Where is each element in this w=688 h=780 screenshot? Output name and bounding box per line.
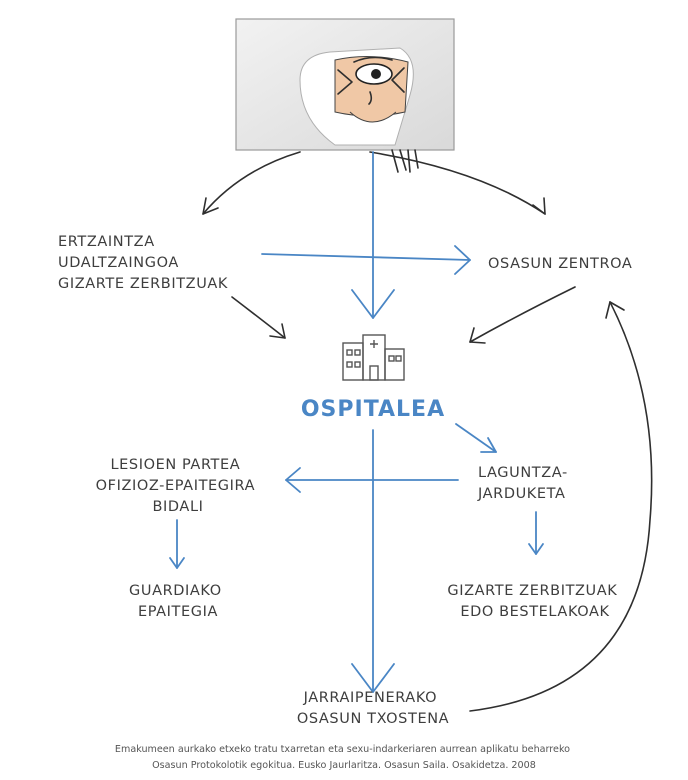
node-followup-report: JARRAIPENERAKO OSASUN TXOSTENA [297,690,449,727]
blue-arrows [169,151,544,693]
node-injury-report: LESIOEN PARTEA OFIZIOZ-EPAITEGIRA BIDALI [96,457,261,515]
node-social-services: GIZARTE ZERBITZUAK EDO BESTELAKOAK [447,583,622,620]
source-caption: Emakumeen aurkako etxeko tratu txarretan… [115,744,573,771]
node-health-center: OSASUN ZENTROA [488,256,632,272]
frightened-face-illustration [235,18,455,173]
node-assistance: LAGUNTZA- JARDUKETA [477,465,573,502]
black-arrows [202,151,653,712]
hospital-building-icon [342,334,405,381]
node-guard-court: GUARDIAKO EPAITEGIA [129,583,227,620]
node-police-services: ERTZAINTZA UDALTZAINGOA GIZARTE ZERBITZU… [58,234,228,292]
node-hospital: OSPITALEA [301,397,445,422]
